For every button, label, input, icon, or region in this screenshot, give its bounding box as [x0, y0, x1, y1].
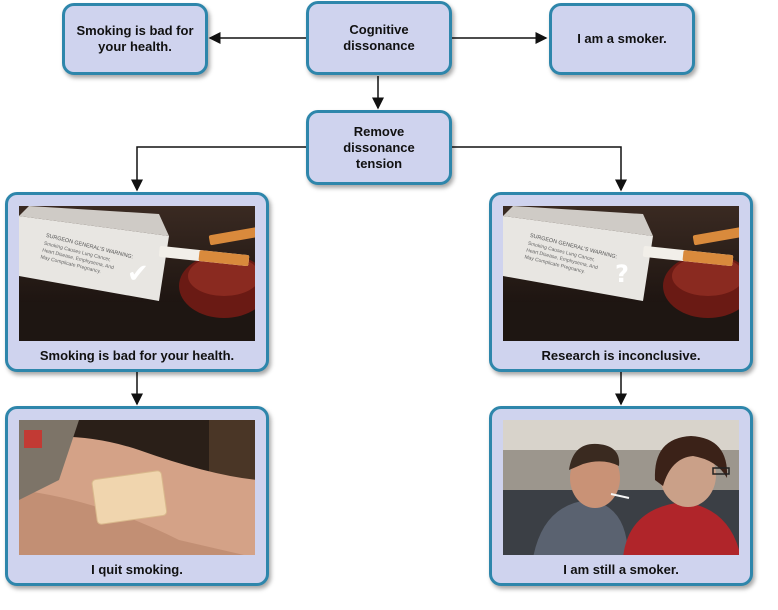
card-quit-caption: I quit smoking.: [91, 562, 183, 577]
card-smoking-bad: SURGEON GENERAL'S WARNING: Smoking Cause…: [5, 192, 269, 372]
card-still-smoker: I am still a smoker.: [489, 406, 753, 586]
node-smoking-bad: Smoking is bad for your health.: [62, 3, 208, 75]
node-i-am-smoker: I am a smoker.: [549, 3, 695, 75]
cigarette-pack-photo: SURGEON GENERAL'S WARNING: Smoking Cause…: [503, 206, 739, 341]
node-cognitive-dissonance: Cognitive dissonance: [306, 1, 452, 75]
node-smoking-bad-label: Smoking is bad for your health.: [76, 23, 194, 54]
checkmark-icon: ✔: [127, 259, 149, 289]
question-mark-icon: ?: [615, 260, 629, 288]
nicotine-patch-photo: [19, 420, 255, 555]
node-i-am-smoker-label: I am a smoker.: [577, 31, 667, 46]
card-research-inconclusive: SURGEON GENERAL'S WARNING: Smoking Cause…: [489, 192, 753, 372]
card-research-caption: Research is inconclusive.: [541, 348, 701, 363]
card-still-smoker-caption: I am still a smoker.: [563, 562, 679, 577]
node-cognitive-dissonance-label: Cognitive dissonance: [343, 22, 415, 53]
node-remove-tension-label: Remove dissonance tension: [343, 123, 415, 171]
cigarette-pack-photo: SURGEON GENERAL'S WARNING: Smoking Cause…: [19, 206, 255, 341]
node-remove-tension: Remove dissonance tension: [306, 110, 452, 185]
people-smoking-photo: [503, 420, 739, 555]
arrow-remove-right: [449, 146, 627, 192]
card-smoking-bad-caption: Smoking is bad for your health.: [39, 348, 235, 363]
arrow-remove-left: [131, 146, 307, 192]
card-quit-smoking: I quit smoking.: [5, 406, 269, 586]
